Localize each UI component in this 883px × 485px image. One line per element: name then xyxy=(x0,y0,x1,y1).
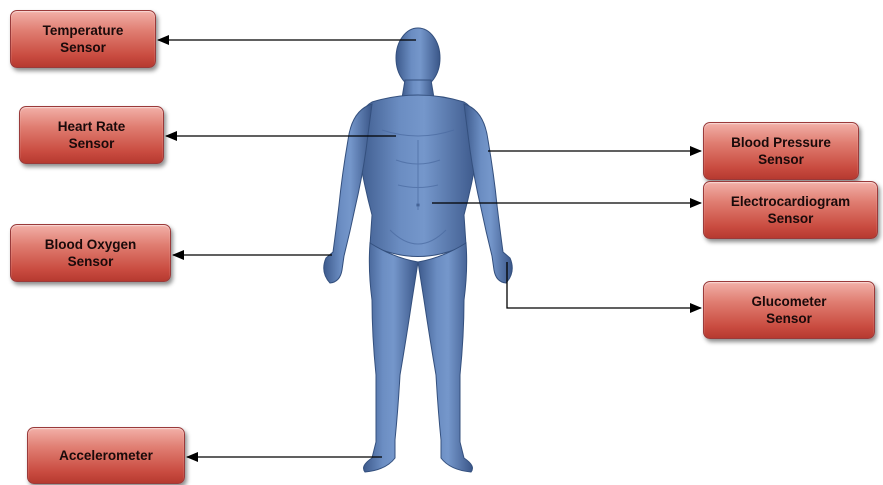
blood-pressure-sensor-box: Blood Pressure Sensor xyxy=(703,122,859,180)
accelerometer-label: Accelerometer xyxy=(59,447,153,464)
accelerometer-box: Accelerometer xyxy=(27,427,185,484)
blood-oxygen-sensor-label: Blood Oxygen Sensor xyxy=(45,236,137,270)
temperature-sensor-box: Temperature Sensor xyxy=(10,10,156,68)
heart-rate-sensor-label: Heart Rate Sensor xyxy=(58,118,126,152)
electrocardiogram-sensor-label: Electrocardiogram Sensor xyxy=(731,193,850,227)
blood-pressure-sensor-label: Blood Pressure Sensor xyxy=(731,134,831,168)
glucometer-sensor-box: Glucometer Sensor xyxy=(703,281,875,339)
blood-oxygen-sensor-box: Blood Oxygen Sensor xyxy=(10,224,171,282)
temperature-sensor-label: Temperature Sensor xyxy=(43,22,124,56)
arrow-glucometer xyxy=(507,262,701,308)
heart-rate-sensor-box: Heart Rate Sensor xyxy=(19,106,164,164)
electrocardiogram-sensor-box: Electrocardiogram Sensor xyxy=(703,181,878,239)
glucometer-sensor-label: Glucometer Sensor xyxy=(751,293,826,327)
human-body-figure xyxy=(324,28,513,472)
